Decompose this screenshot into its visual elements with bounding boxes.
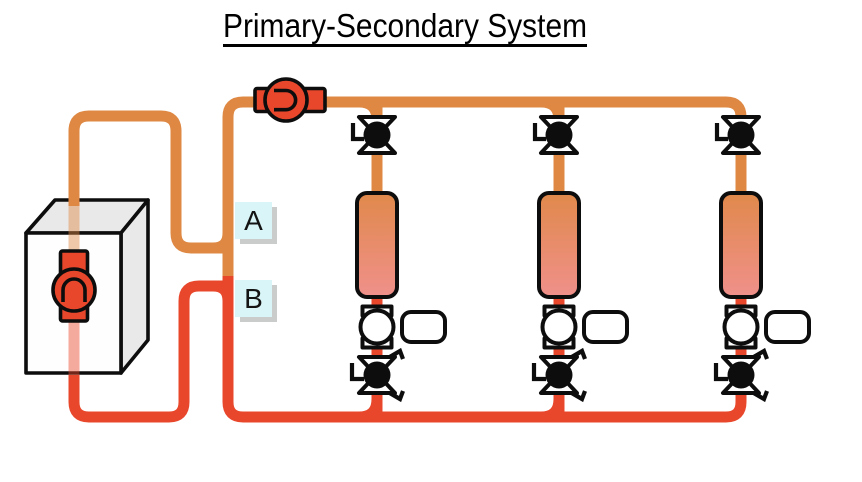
secondary-pump-impeller [274,88,298,112]
junction-label-a: A [235,202,277,244]
branch-3 [713,115,811,403]
boiler-icon [24,198,150,375]
actuator-box-icon [400,310,447,344]
isolation-valve-handle-icon [532,123,546,142]
isolation-valve-icon [363,121,391,149]
balancing-valve-handle-icon [349,363,364,382]
primary-pump-impeller [61,277,87,302]
secondary-supply-header [222,96,747,280]
coil-icon [719,191,763,299]
page-title: Primary-Secondary System [223,7,587,44]
primary-return-pipe [68,280,226,423]
primary-supply-pipe [68,110,226,254]
primary-pump-icon [51,249,97,323]
label-a-box [235,202,272,239]
junction-label-b: B [235,280,277,322]
coil-icon [355,191,399,299]
secondary-pump-icon [253,77,327,123]
return-piping [68,276,747,423]
actuator-box-icon [582,310,629,344]
branch-2 [531,115,629,403]
label-b-text: B [244,283,263,314]
coil-icon [537,191,581,299]
boiler-right-face [119,198,150,375]
balancing-valve-icon [545,361,573,389]
label-b-box [235,280,272,317]
actuator-box-icon [764,310,811,344]
isolation-valve-icon [727,121,755,149]
secondary-return-header [222,276,747,423]
isolation-valve-handle-icon [350,123,364,142]
control-valve-icon [540,308,578,346]
control-valve-icon [358,308,396,346]
label-a-text: A [244,205,263,236]
balancing-valve-handle-icon [713,363,728,382]
balancing-valve-icon [727,361,755,389]
control-valve-icon [722,308,760,346]
isolation-valve-handle-icon [714,123,728,142]
balancing-valve-icon [363,361,391,389]
balancing-valve-handle-icon [531,363,546,382]
supply-piping [68,96,747,280]
isolation-valve-icon [545,121,573,149]
junction-b-fillet [212,280,234,302]
branch-1 [349,115,447,403]
